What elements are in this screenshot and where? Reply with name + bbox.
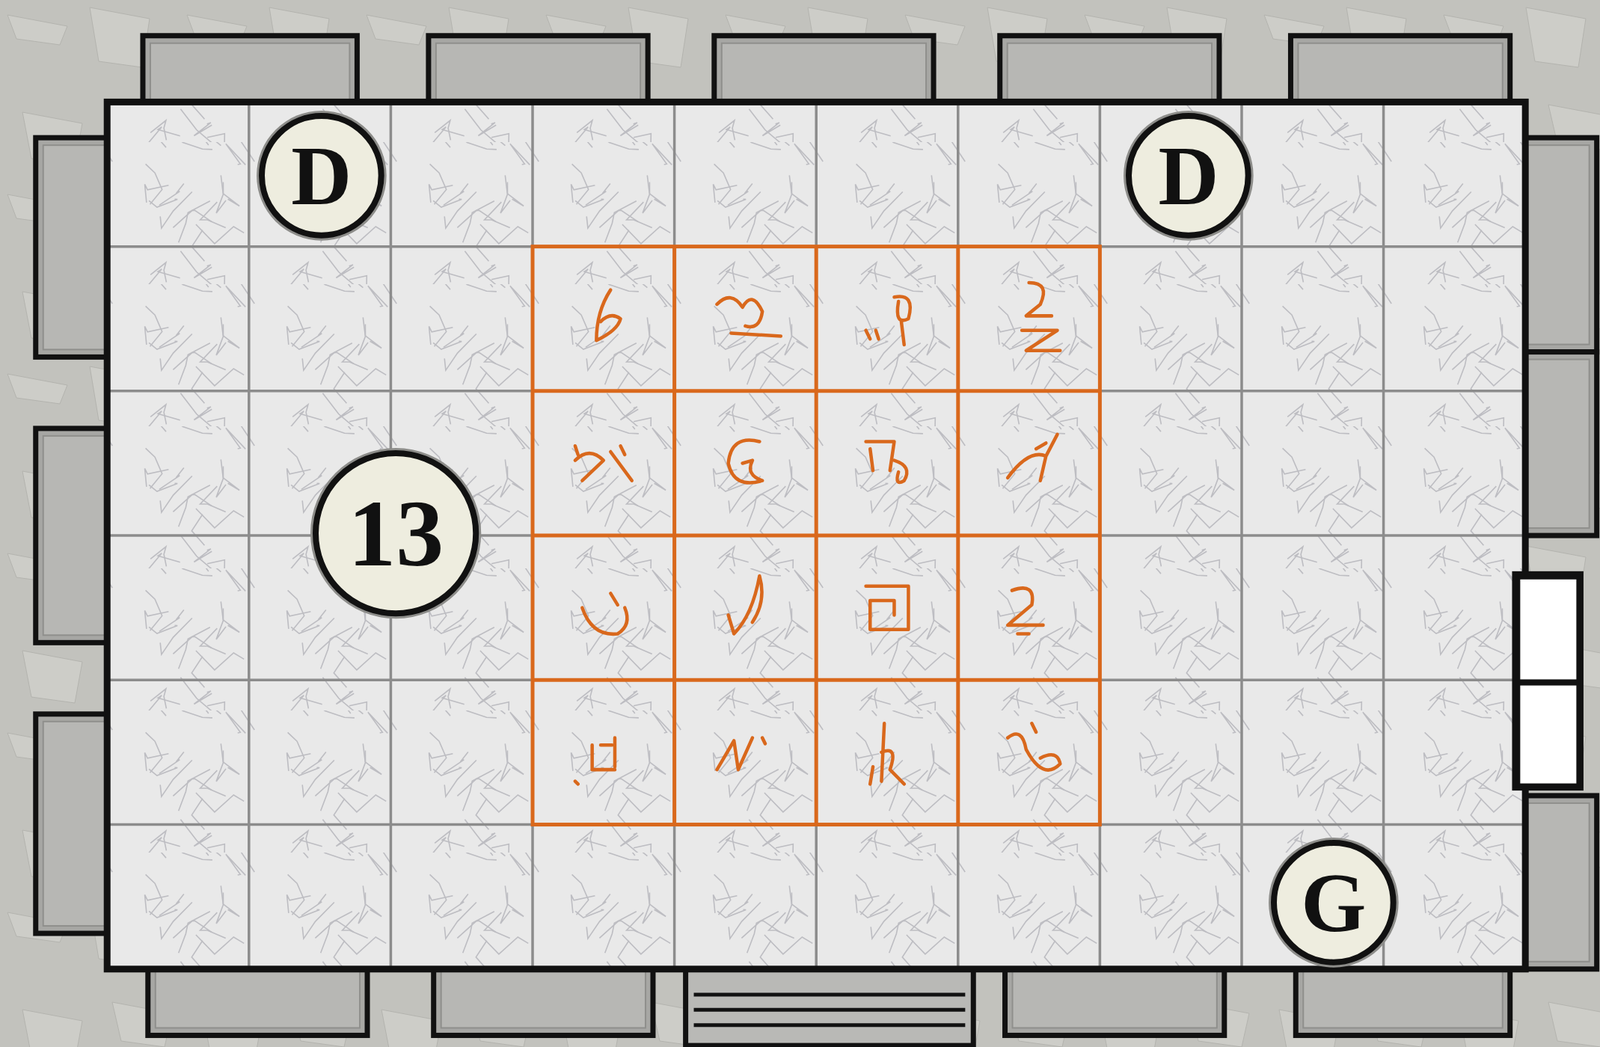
map-token: D — [260, 114, 383, 238]
rune-glyph — [575, 445, 633, 481]
token-label: G — [1300, 860, 1366, 945]
map-token: 13 — [314, 451, 478, 615]
map-token: D — [1127, 114, 1250, 238]
stair-door — [685, 964, 974, 1046]
rune-glyph — [866, 586, 909, 630]
rune-glyph — [596, 290, 621, 342]
wall-block — [35, 428, 113, 643]
rune-glyph — [1007, 723, 1060, 770]
rune-glyph — [869, 723, 905, 784]
rune-glyph — [581, 593, 627, 634]
rune-glyph — [716, 297, 781, 336]
rune-glyph — [1007, 434, 1057, 481]
side-door — [1511, 571, 1583, 791]
rune-glyph — [1007, 587, 1043, 634]
rune-glyph — [716, 738, 765, 771]
wall-block — [35, 714, 113, 934]
rune-glyph — [728, 575, 763, 634]
rune-glyph — [728, 440, 763, 484]
room-wall-outline — [106, 101, 1526, 969]
marble-floor — [106, 101, 1526, 969]
wall-block — [1519, 137, 1597, 352]
floor-grid — [106, 101, 1526, 969]
rune-glyph — [866, 296, 911, 345]
rune-glyph — [1021, 282, 1060, 351]
token-label: D — [290, 133, 352, 218]
rune-glyph — [866, 441, 908, 482]
wall-block — [1519, 795, 1597, 970]
rune-square — [532, 246, 1100, 826]
rune-glyph — [575, 738, 615, 785]
wall-block — [1519, 352, 1597, 537]
map-token: G — [1272, 841, 1396, 965]
wall-block — [35, 137, 113, 357]
token-label: D — [1158, 133, 1220, 218]
token-label: 13 — [347, 485, 444, 582]
